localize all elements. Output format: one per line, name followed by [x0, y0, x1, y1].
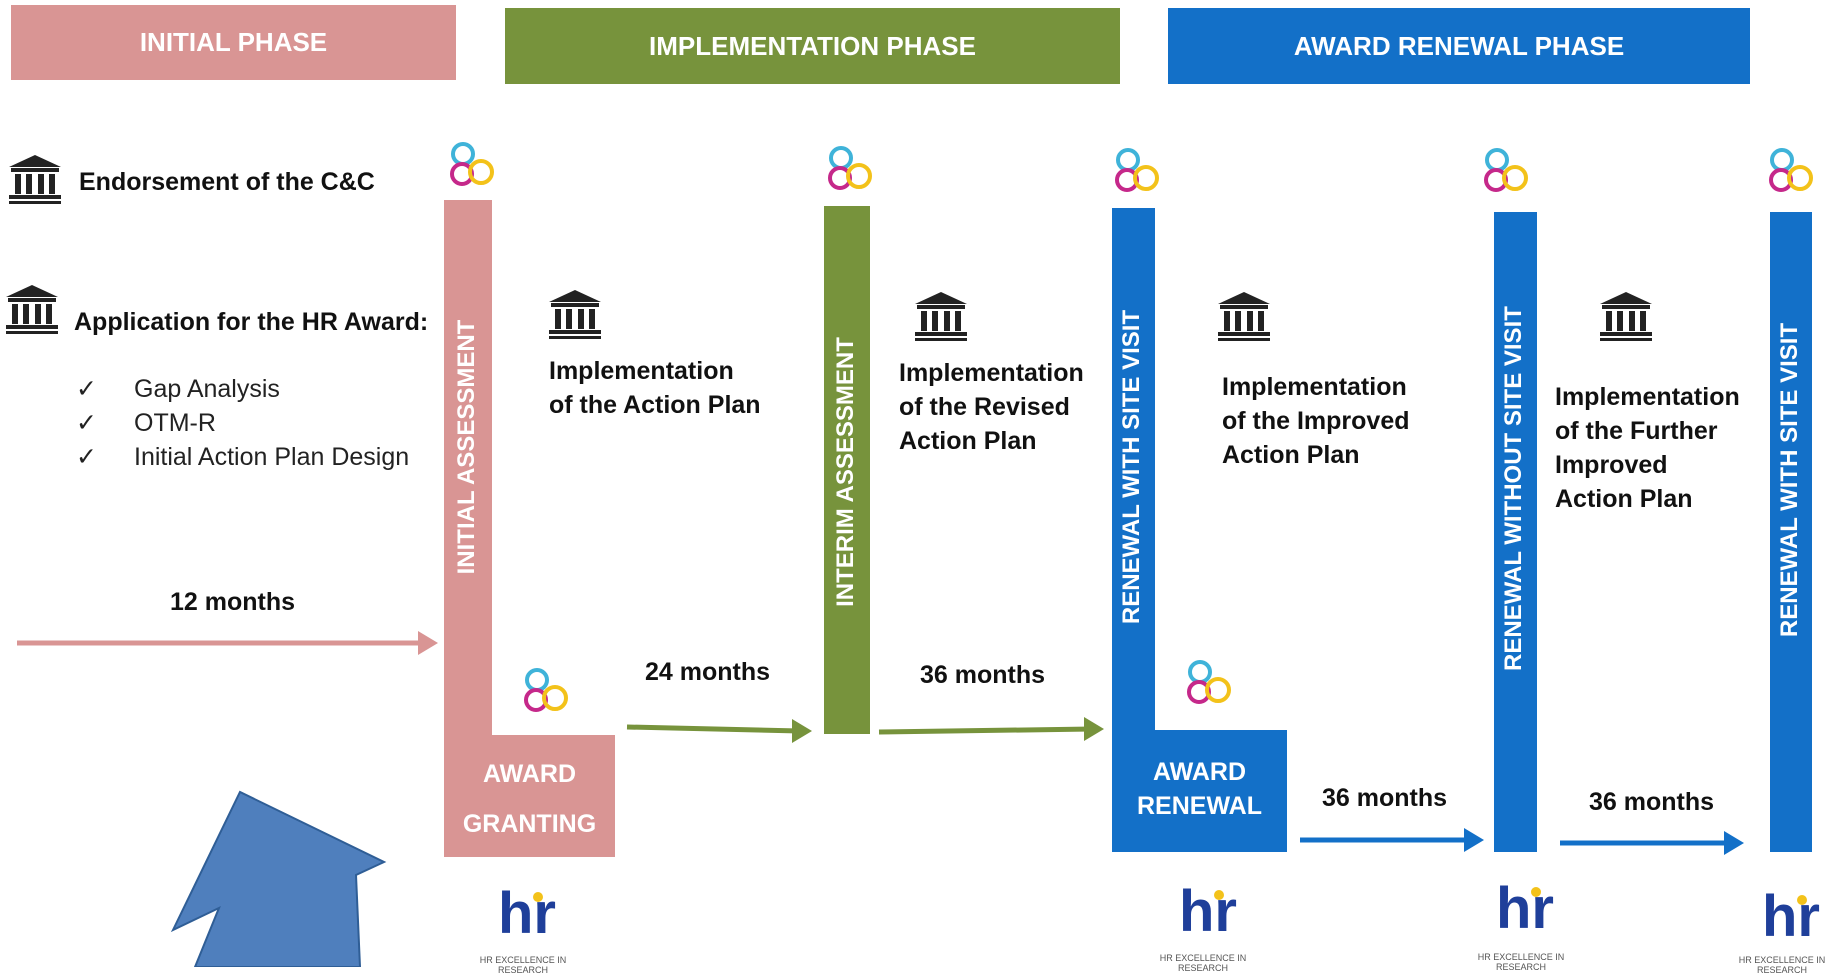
implementation-further-improved-action-plan: Implementation of the Further Improved A…: [1555, 383, 1740, 513]
big-blue-arrow-outline: [170, 790, 387, 967]
institution-icon: [1218, 292, 1270, 341]
phase-award-renewal: AWARD RENEWAL PHASE: [1168, 8, 1750, 84]
rings-icon: [828, 146, 872, 190]
institution-icon: [6, 285, 58, 334]
institution-icon: [1600, 292, 1652, 341]
rings-icon: [1187, 660, 1231, 704]
duration-36-months-3: 36 months: [1589, 788, 1715, 816]
renewal-without-site-visit-bar: [1494, 212, 1537, 852]
phase-initial: INITIAL PHASE: [11, 5, 456, 80]
arrow-36-months-1: [878, 717, 1104, 741]
rings-icon: [1484, 148, 1528, 192]
renewal-with-site-visit-bar-1: [1112, 208, 1287, 852]
implementation-revised-action-plan: Implementation of the Revised Action Pla…: [899, 359, 1084, 455]
hr-logo: [498, 881, 556, 946]
duration-12-months: 12 months: [170, 588, 296, 616]
big-blue-arrow: [173, 792, 384, 967]
renewal-without-site-visit-label: RENEWAL WITHOUT SITE VISIT: [1500, 306, 1527, 671]
check-icon: ✓: [76, 375, 97, 403]
institution-icon: [9, 155, 61, 204]
hr-logo-caption: HR EXCELLENCE IN RESEARCH: [1477, 952, 1565, 972]
renewal-with-site-visit-bar-2: [1770, 212, 1812, 852]
endorsement-label: Endorsement of the C&C: [79, 168, 375, 196]
arrow-36-months-3: [1560, 831, 1744, 855]
institution-icon: [549, 290, 601, 339]
rings-icon: [450, 142, 494, 186]
hr-logo: [1496, 876, 1554, 941]
checklist-item: ✓Initial Action Plan Design: [76, 443, 410, 471]
rings-icon: [1769, 148, 1813, 192]
hr-logo-caption: HR EXCELLENCE IN RESEARCH: [1738, 955, 1826, 975]
hr-logo-caption: HR EXCELLENCE IN RESEARCH: [1159, 953, 1247, 973]
implementation-improved-action-plan: Implementation of the Improved Action Pl…: [1222, 373, 1410, 469]
interim-assessment-bar: [824, 206, 870, 734]
arrow-12-months: [17, 631, 438, 655]
arrow-36-months-2: [1300, 828, 1484, 852]
award-granting-label: AWARD GRANTING: [462, 760, 597, 838]
hr-logo: [1179, 879, 1237, 944]
checklist-item: ✓Gap Analysis: [76, 375, 280, 403]
duration-36-months-2: 36 months: [1322, 784, 1448, 812]
arrow-24-months: [626, 719, 812, 743]
hr-logo-caption: HR EXCELLENCE IN RESEARCH: [479, 955, 567, 975]
checklist-item: ✓OTM-R: [76, 409, 216, 437]
renewal-with-site-visit-label-1: RENEWAL WITH SITE VISIT: [1118, 309, 1145, 625]
institution-icon: [915, 292, 967, 341]
initial-assessment-label: INITIAL ASSESSMENT: [453, 319, 480, 575]
award-renewal-label: AWARD RENEWAL: [1137, 758, 1262, 820]
rings-icon: [1115, 148, 1159, 192]
rings-icon: [524, 668, 568, 712]
initial-assessment-bar: [444, 200, 615, 857]
duration-36-months-1: 36 months: [920, 661, 1046, 689]
application-label: Application for the HR Award:: [74, 308, 429, 336]
check-icon: ✓: [76, 409, 97, 437]
renewal-with-site-visit-label-2: RENEWAL WITH SITE VISIT: [1776, 322, 1803, 638]
interim-assessment-label: INTERIM ASSESSMENT: [832, 337, 859, 607]
duration-24-months: 24 months: [645, 658, 771, 686]
phase-implementation: IMPLEMENTATION PHASE: [505, 8, 1120, 84]
check-icon: ✓: [76, 443, 97, 471]
implementation-action-plan: Implementation of the Action Plan: [549, 357, 761, 419]
hr-logo: [1762, 884, 1820, 949]
